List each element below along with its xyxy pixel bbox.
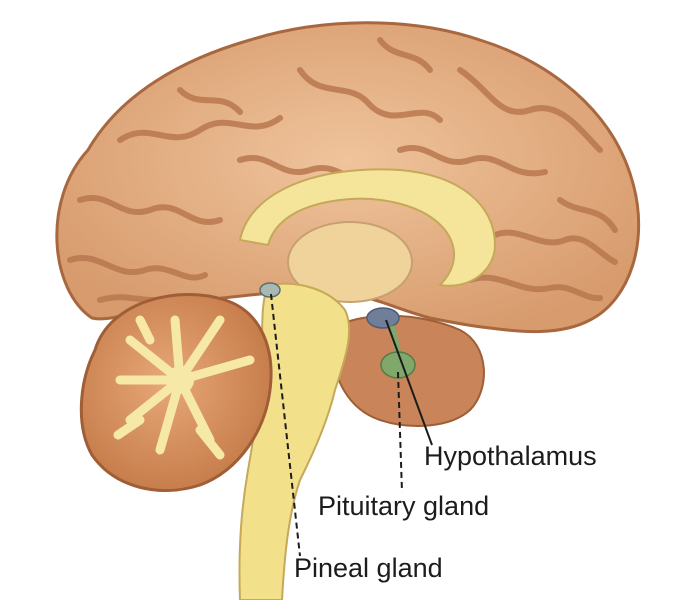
- hypothalamus-label: Hypothalamus: [424, 443, 597, 470]
- pineal-gland-label: Pineal gland: [294, 555, 443, 582]
- hypothalamus-marker: [367, 308, 399, 328]
- arbor-center: [166, 366, 194, 394]
- pineal-marker: [260, 283, 280, 297]
- pituitary-gland-label: Pituitary gland: [318, 493, 489, 520]
